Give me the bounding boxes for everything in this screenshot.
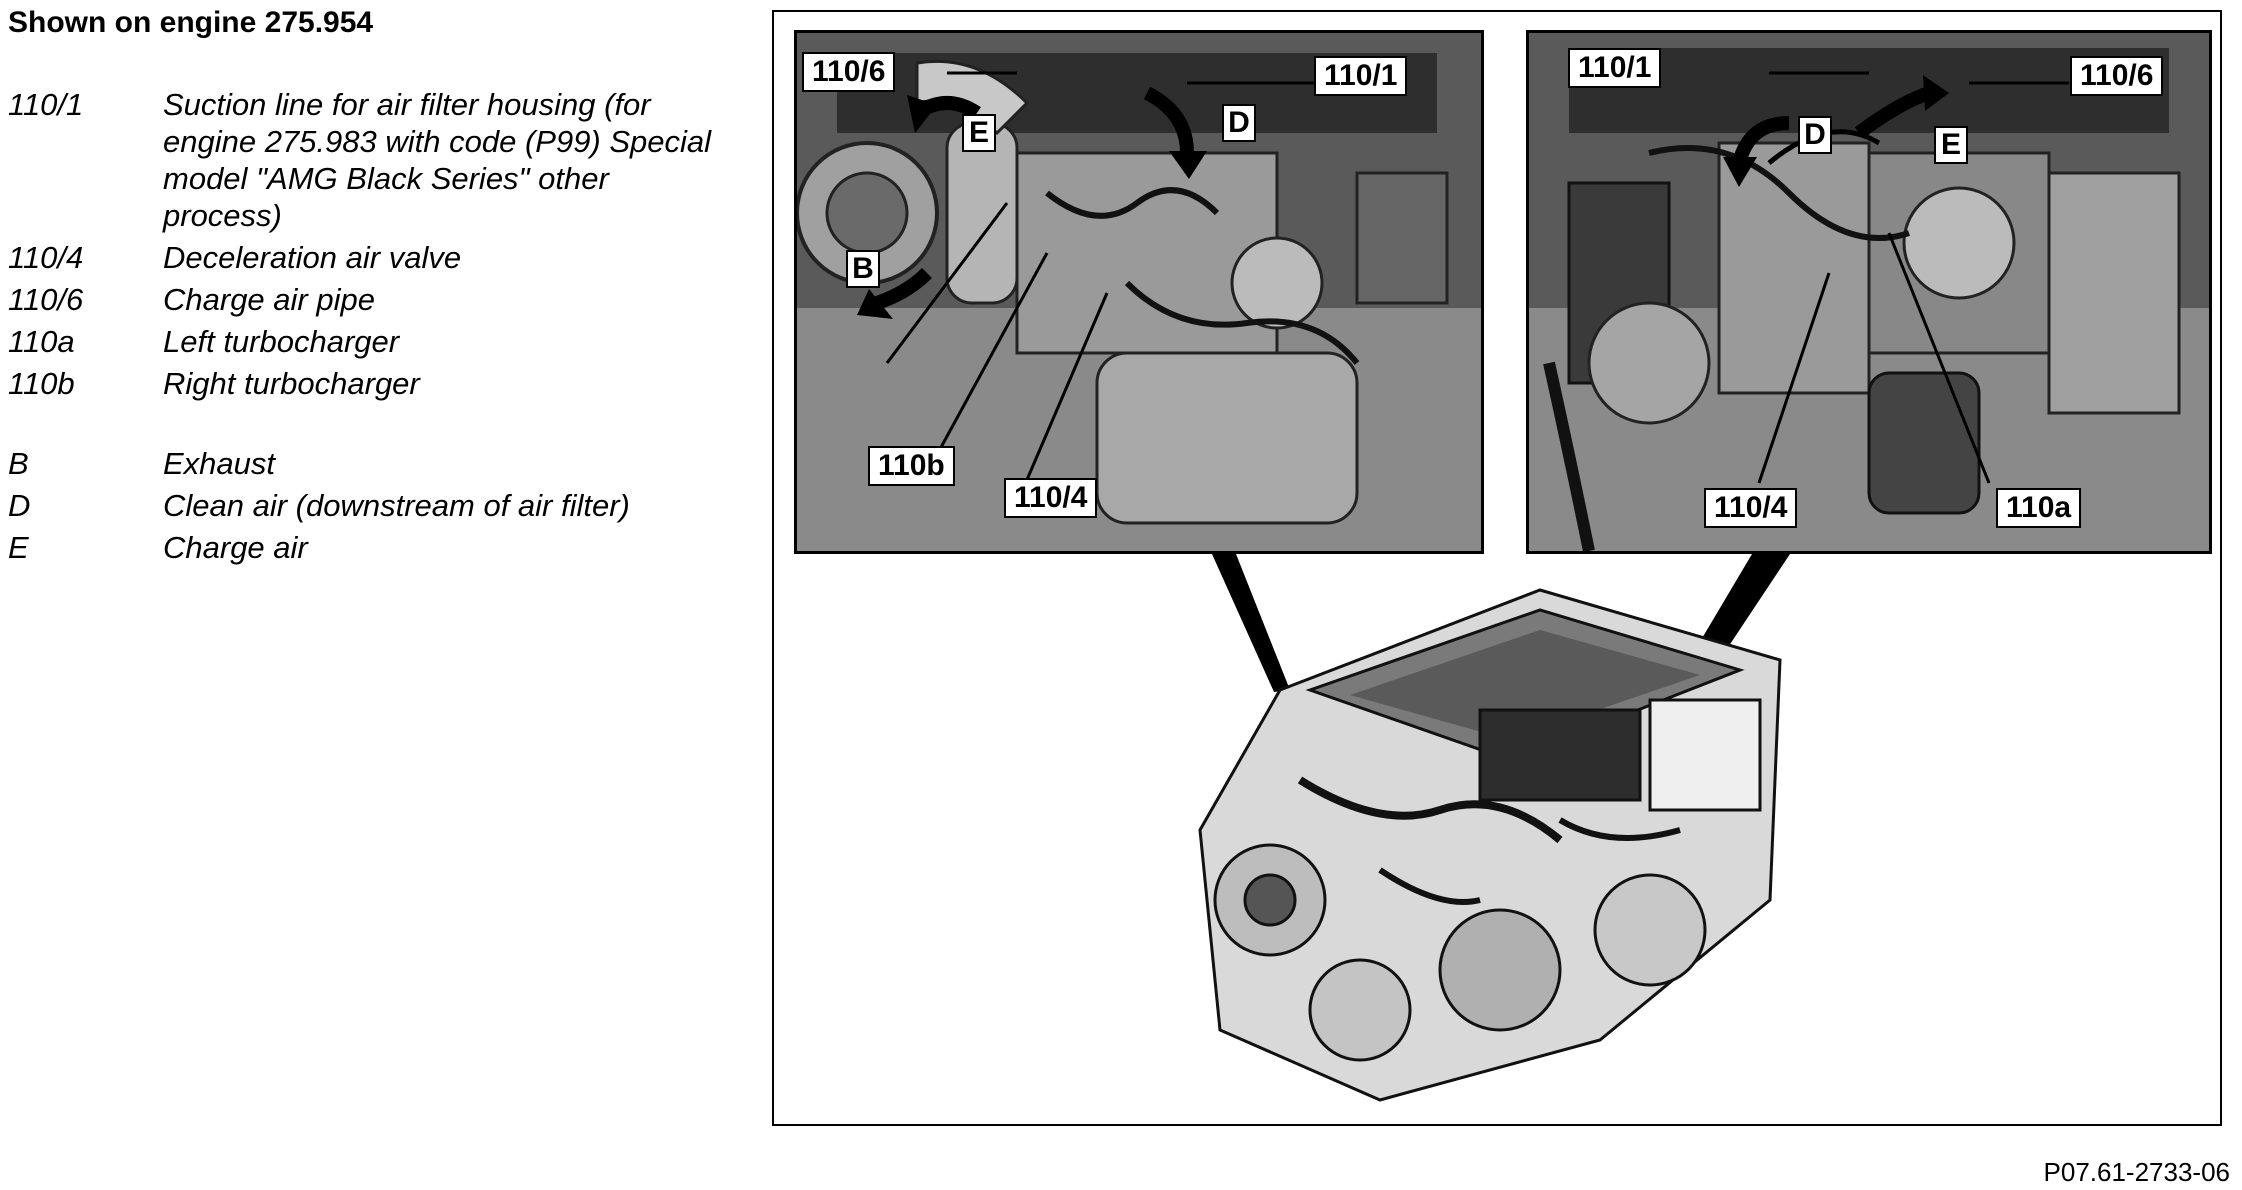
figure-id: P07.61-2733-06 [2043,1157,2230,1187]
legend-code: 110/6 [8,282,84,317]
flow-label-B: B [846,250,880,288]
legend-description: Deceleration air valve [163,240,462,275]
flow-description: Clean air (downstream of air filter) [163,488,630,523]
legend-heading: Shown on engine 275.954 [8,6,374,39]
legend-description: Charge air pipe [163,282,375,317]
callout-110b: 110b [868,446,955,486]
legend-description: Left turbocharger [163,324,400,359]
callout-110a: 110a [1996,488,2082,528]
legend-description: Right turbocharger [163,366,420,401]
engine-overview-illustration [1180,570,1800,1110]
legend-item: 110/1 Suction line for air filter housin… [8,86,728,234]
legend-list: 110/1 Suction line for air filter housin… [8,86,728,571]
flow-description: Exhaust [163,446,276,481]
legend-item: 110/4 Deceleration air valve [8,239,728,276]
flow-label-D-left: D [1222,104,1256,142]
callout-110-1-left: 110/1 [1314,56,1408,96]
flow-code: B [8,446,29,481]
flow-label-D-right: D [1798,116,1832,154]
legend-item: 110b Right turbocharger [8,365,728,402]
legend-description: Suction line for air filter housing (for… [163,87,712,233]
flow-code: D [8,488,31,523]
legend-item: 110a Left turbocharger [8,323,728,360]
callout-110-6-right: 110/6 [2070,56,2164,96]
legend-item: 110/6 Charge air pipe [8,281,728,318]
flow-legend-item: D Clean air (downstream of air filter) [8,487,728,524]
legend-code: 110a [8,324,75,359]
callout-110-4-left: 110/4 [1004,478,1098,518]
flow-label-E-left: E [962,114,996,152]
flow-description: Charge air [163,530,308,565]
callout-110-1-right: 110/1 [1568,48,1662,88]
callout-110-6-left: 110/6 [802,52,896,92]
legend-code: 110/1 [8,87,84,122]
right-detail-photo [1526,30,2212,554]
flow-label-E-right: E [1934,126,1968,164]
flow-legend-item: E Charge air [8,529,728,566]
flow-code: E [8,530,29,565]
callout-110-4-right: 110/4 [1704,488,1798,528]
legend-code: 110b [8,366,75,401]
legend-code: 110/4 [8,240,84,275]
pointer-left [1212,554,1290,692]
flow-legend-item: B Exhaust [8,445,728,482]
